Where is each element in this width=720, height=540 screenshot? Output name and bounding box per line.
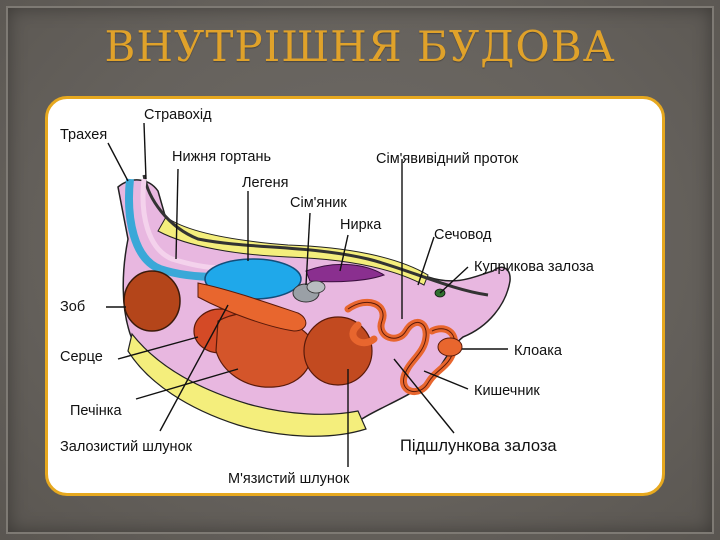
label-uropygial-gland: Куприкова залоза [474,259,595,275]
slide-title: ВНУТРІШНЯ БУДОВА [0,22,720,71]
label-ureter: Сечовод [434,227,492,243]
label-esophagus: Стравохід [144,107,212,123]
label-kidney: Нирка [340,217,382,233]
label-liver: Печінка [70,403,122,419]
diagram-card: Трахея Стравохід Нижня гортань Легеня Сі… [45,96,665,496]
bird-anatomy-diagram: Трахея Стравохід Нижня гортань Легеня Сі… [48,99,665,496]
label-lung: Легеня [242,175,288,191]
gizzard-shape [304,317,372,385]
label-trachea: Трахея [60,127,107,143]
label-crop: Зоб [60,299,85,315]
cloaca-shape [438,338,462,356]
label-proventriculus: Залозистий шлунок [60,439,193,455]
label-gizzard: М'язистий шлунок [228,471,350,487]
label-cloaca: Клоака [514,343,563,359]
label-heart: Серце [60,349,103,365]
label-testis: Сім'яник [290,195,347,211]
testis-shape-2 [307,281,325,293]
crop-shape [124,271,180,331]
label-lower-larynx: Нижня гортань [172,149,271,165]
label-pancreas: Підшлункова залоза [400,437,557,455]
label-intestine: Кишечник [474,383,540,399]
label-vas-deferens: Сім'явивідний проток [376,151,519,167]
